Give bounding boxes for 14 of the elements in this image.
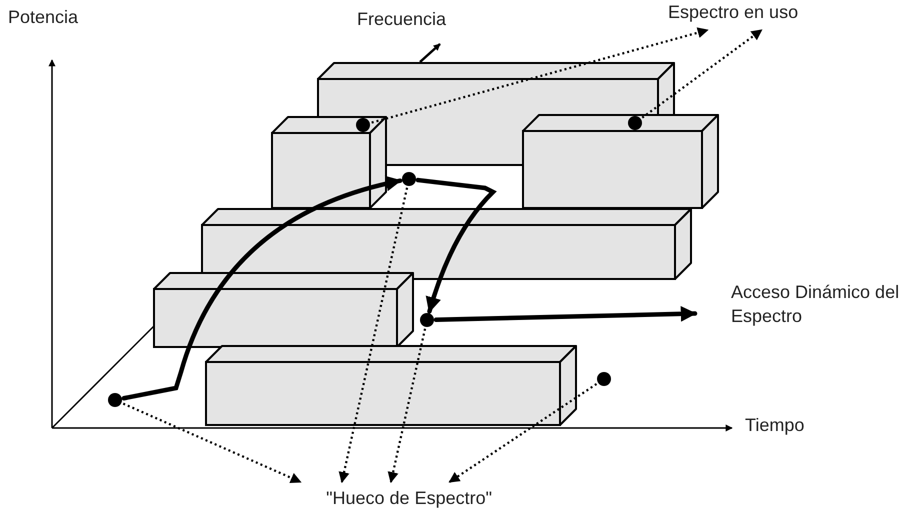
leader-line: [338, 188, 408, 484]
leader-line: [388, 328, 426, 484]
axis-label: Frecuencia: [357, 8, 446, 30]
axis-label: Potencia: [8, 6, 78, 28]
node-label: Espectro en uso: [668, 1, 798, 24]
node-label: "Hueco de Espectro": [326, 487, 492, 510]
leader-line: [448, 383, 598, 483]
leader-line: [642, 29, 762, 119]
arrow: [434, 306, 698, 322]
node-label: Acceso Dinámico del Espectro: [731, 281, 900, 328]
arrow: [122, 176, 402, 401]
leader-line: [122, 402, 302, 484]
arrow: [416, 178, 496, 314]
axis-label: Tiempo: [745, 414, 804, 436]
